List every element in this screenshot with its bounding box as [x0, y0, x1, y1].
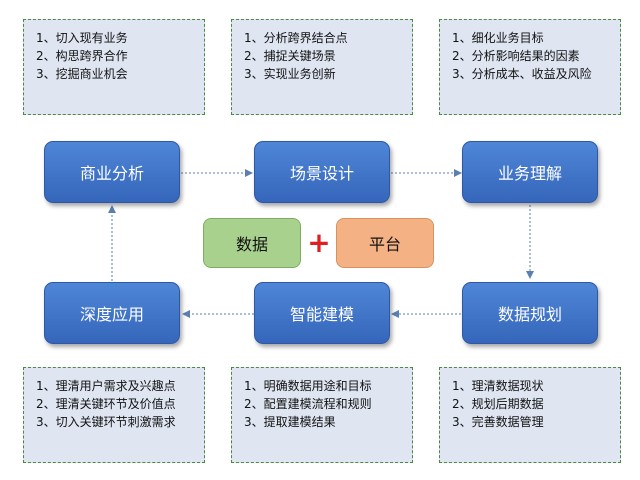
note-top-middle: 1、分析跨界结合点 2、捕捉关键场景 3、实现业务创新 [231, 19, 413, 115]
note-line: 3、提取建模结果 [244, 415, 336, 429]
note-line: 1、明确数据用途和目标 [244, 379, 372, 393]
node-data-planning: 数据规划 [462, 282, 598, 344]
note-top-right: 1、细化业务目标 2、分析影响结果的因素 3、分析成本、收益及风险 [439, 19, 621, 115]
note-line: 2、配置建模流程和规则 [244, 397, 372, 411]
platform-pill: 平台 [336, 218, 434, 268]
note-bottom-right: 1、理清数据现状 2、规划后期数据 3、完善数据管理 [439, 367, 621, 463]
node-scenario-design: 场景设计 [254, 141, 390, 203]
data-pill: 数据 [203, 218, 301, 268]
note-line: 3、完善数据管理 [452, 415, 544, 429]
note-line: 2、理清关键环节及价值点 [36, 397, 176, 411]
note-line: 2、分析影响结果的因素 [452, 49, 580, 63]
note-line: 1、理清数据现状 [452, 379, 544, 393]
node-deep-application: 深度应用 [44, 282, 180, 344]
note-line: 1、理清用户需求及兴趣点 [36, 379, 176, 393]
node-business-analysis: 商业分析 [44, 141, 180, 203]
note-line: 2、构思跨界合作 [36, 49, 128, 63]
note-line: 2、捕捉关键场景 [244, 49, 336, 63]
node-intelligent-modeling: 智能建模 [254, 282, 390, 344]
note-line: 1、细化业务目标 [452, 31, 544, 45]
note-line: 3、挖掘商业机会 [36, 67, 128, 81]
note-line: 1、分析跨界结合点 [244, 31, 348, 45]
plus-icon: + [307, 226, 331, 259]
note-bottom-left: 1、理清用户需求及兴趣点 2、理清关键环节及价值点 3、切入关键环节刺激需求 [23, 367, 205, 463]
note-top-left: 1、切入现有业务 2、构思跨界合作 3、挖掘商业机会 [23, 19, 205, 115]
note-line: 2、规划后期数据 [452, 397, 544, 411]
note-line: 1、切入现有业务 [36, 31, 128, 45]
note-line: 3、实现业务创新 [244, 67, 336, 81]
note-line: 3、切入关键环节刺激需求 [36, 415, 176, 429]
note-line: 3、分析成本、收益及风险 [452, 67, 592, 81]
node-business-understanding: 业务理解 [462, 141, 598, 203]
note-bottom-middle: 1、明确数据用途和目标 2、配置建模流程和规则 3、提取建模结果 [231, 367, 413, 463]
